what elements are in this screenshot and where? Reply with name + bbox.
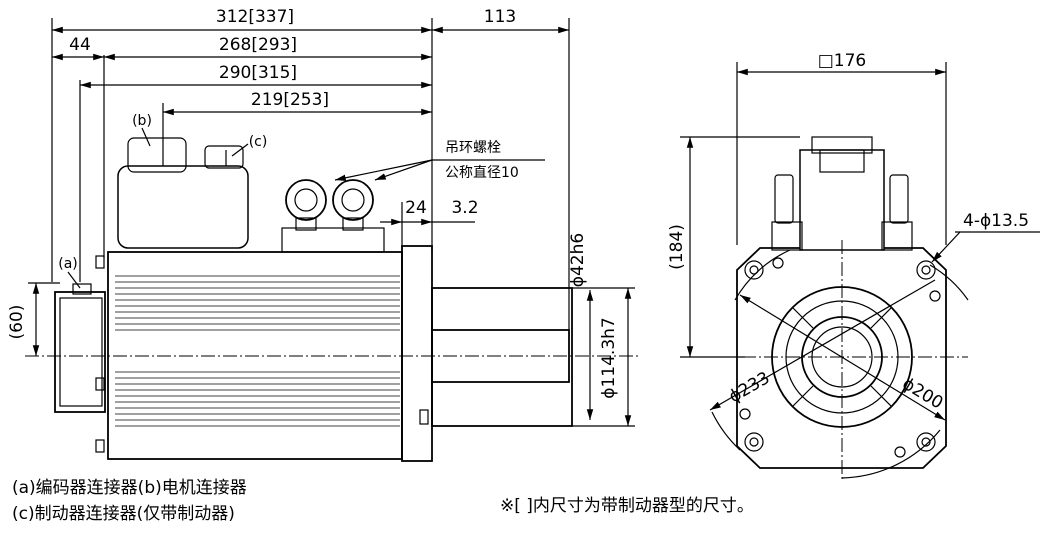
dim-total-height: (184): [667, 224, 687, 270]
marker-c: (c): [249, 134, 268, 150]
dim-bolt-circle: ϕ200: [899, 374, 947, 414]
flange: [401, 245, 433, 462]
dim-encoder-to-flange: 290[315]: [219, 63, 297, 83]
dim-encoder-height: (60): [7, 305, 27, 340]
front-connector-housing: [799, 149, 885, 251]
eyebolt-1: [285, 179, 327, 231]
dim-flange-square: □176: [818, 51, 867, 71]
dim-shaft-diameter: ϕ42h6: [568, 233, 588, 287]
dim-outer-circle: ϕ233: [726, 368, 774, 407]
dim-flange-thickness: 24: [405, 198, 427, 218]
legend: (a)编码器连接器(b)电机连接器 (c)制动器连接器(仅带制动器) ※[ ]内…: [12, 478, 754, 524]
dim-mount-holes: 4-ϕ13.5: [963, 211, 1029, 231]
dim-spigot-depth: 3.2: [451, 198, 478, 218]
brake-connector-c: [204, 145, 244, 169]
marker-b: (b): [132, 113, 152, 129]
encoder-connector-a: [72, 283, 92, 295]
dim-flange-offset: 44: [69, 35, 91, 55]
legend-line-2: (c)制动器连接器(仅带制动器): [12, 504, 235, 524]
marker-a: (a): [58, 256, 78, 272]
dim-overall-length: 312[337]: [216, 7, 294, 27]
mount-hole-tl: [744, 260, 764, 280]
front-flange: [736, 247, 947, 469]
eyebolt-label: 吊环螺栓: [445, 140, 501, 156]
dim-shaft-length: 113: [484, 7, 516, 27]
encoder-cap: [54, 291, 106, 413]
dim-connector-to-flange: 219[253]: [251, 90, 329, 110]
eyebolt-size-label: 公称直径10: [445, 164, 519, 181]
dim-spigot-diameter: ϕ114.3h7: [599, 317, 619, 398]
mount-hole-br: [916, 432, 936, 452]
footnote: ※[ ]内尺寸为带制动器型的尺寸。: [500, 496, 754, 516]
motor-connector-b: [127, 137, 187, 173]
legend-line-1: (a)编码器连接器(b)电机连接器: [12, 478, 247, 498]
cooling-fins: [115, 275, 400, 427]
front-view: □176 (184): [667, 51, 1040, 480]
dim-body-length: 268[293]: [219, 35, 297, 55]
mount-hole-tr: [916, 260, 936, 280]
side-view: 312[337] 113 44 268[293] 290[315] 219[25…: [7, 7, 640, 462]
spigot: [431, 287, 573, 427]
connector-housing: [117, 165, 249, 249]
mount-hole-bl: [744, 432, 764, 452]
eyebolt-2: [332, 179, 374, 231]
